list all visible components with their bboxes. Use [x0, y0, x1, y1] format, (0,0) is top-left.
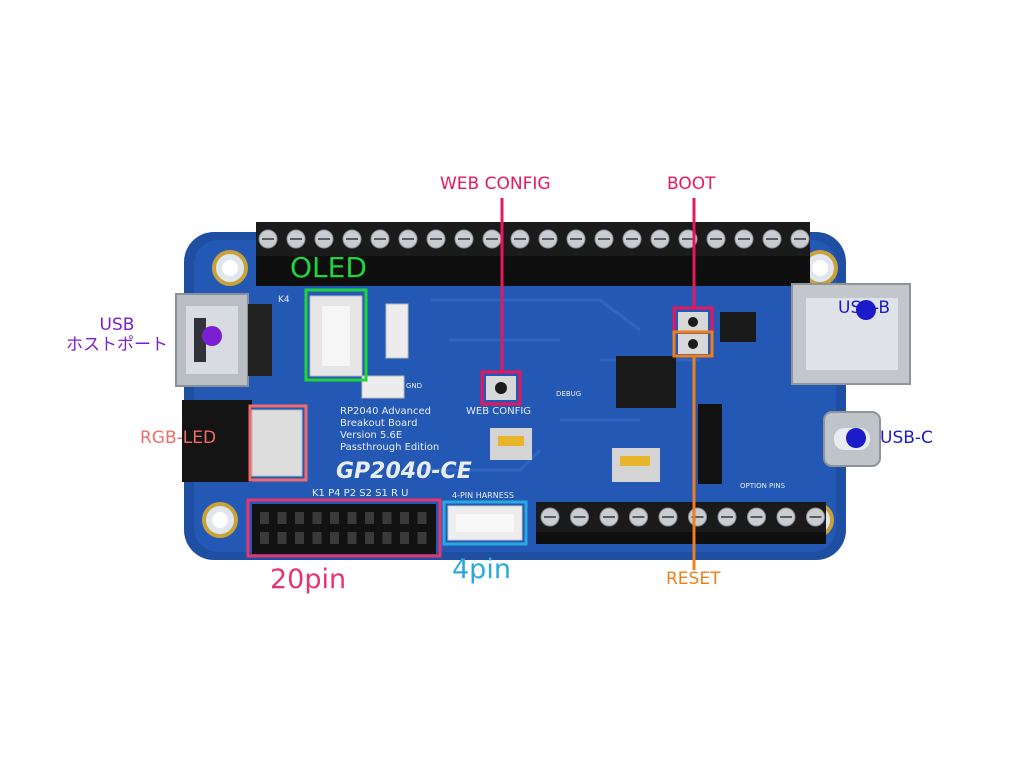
silk-title-4: Passthrough Edition [340, 442, 439, 453]
bottom-screw-terminals [536, 502, 826, 544]
header-pin [277, 512, 287, 524]
header-pin [382, 532, 392, 544]
usb-host-label-line2: ホストポート [66, 334, 168, 355]
usb-host-label: USB ホストポート [66, 315, 168, 355]
header-pin [295, 512, 304, 524]
silk-title-2: Breakout Board [340, 418, 417, 429]
header-pin [312, 532, 322, 544]
annotation-layer [202, 198, 876, 570]
web-config-label: WEB CONFIG [440, 174, 551, 194]
20pin-box [246, 498, 442, 558]
header-pin [417, 512, 427, 524]
silk-harness: 4-PIN HARNESS [452, 491, 514, 500]
silk-debug: DEBUG [556, 390, 581, 398]
header-pin [400, 532, 409, 544]
header-pin [347, 532, 357, 544]
rgb-led-box [248, 404, 308, 482]
silk-option-pins: OPTION PINS [740, 482, 786, 490]
oled-box [304, 288, 368, 382]
option-pins-header [698, 404, 722, 484]
4pin-box [442, 500, 528, 546]
header-pin [260, 512, 269, 524]
silk-web-config: WEB CONFIG [466, 406, 531, 417]
boot-label: BOOT [667, 174, 716, 194]
usb-b-port [791, 283, 911, 385]
20pin-header [252, 504, 436, 554]
header-pin [365, 512, 374, 524]
reset-label: RESET [666, 569, 721, 589]
silk-k4: K4 [278, 295, 290, 305]
header-pin [295, 532, 304, 544]
oled-connector [309, 295, 409, 399]
rgb-led-terminal [182, 400, 303, 482]
header-pin [260, 532, 269, 544]
header-pin [347, 512, 357, 524]
silk-title-1: RP2040 Advanced [340, 406, 431, 417]
slide-switch-right [612, 448, 660, 482]
usb-b-dot [856, 300, 876, 320]
header-pin [400, 512, 409, 524]
usb-c-dot [846, 428, 866, 448]
silkscreen-text: RP2040 Advanced Breakout Board Version 5… [278, 295, 786, 500]
silk-header-pins: K1 P4 P2 S2 S1 R U [312, 488, 408, 499]
web-config-button [486, 376, 516, 400]
silk-gnd: GND [406, 382, 422, 390]
header-pin [277, 532, 287, 544]
usb-b-label: USB-B [838, 298, 891, 318]
header-pin [365, 532, 374, 544]
silk-title-3: Version 5.6E [340, 430, 402, 441]
header-pin [312, 512, 322, 524]
4pin-label: 4pin [452, 554, 511, 585]
4pin-harness-connector [447, 505, 523, 541]
rp2040-chip [616, 312, 756, 408]
header-pin [382, 512, 392, 524]
usb-host-dot [202, 326, 222, 346]
oled-label: OLED [290, 251, 367, 284]
20pin-label: 20pin [270, 564, 347, 595]
header-pin [417, 532, 427, 544]
usb-host-port [175, 293, 272, 387]
silk-logo: GP2040-CE [336, 459, 472, 484]
reset-button [678, 334, 708, 354]
usb-c-label: USB-C [880, 428, 933, 448]
header-pin [330, 532, 339, 544]
top-screw-terminals [256, 222, 810, 286]
usb-host-label-line1: USB [99, 315, 135, 335]
boot-button [678, 312, 708, 332]
rgb-led-label: RGB-LED [140, 428, 217, 448]
slide-switch-left [490, 428, 532, 460]
header-pin [330, 512, 339, 524]
